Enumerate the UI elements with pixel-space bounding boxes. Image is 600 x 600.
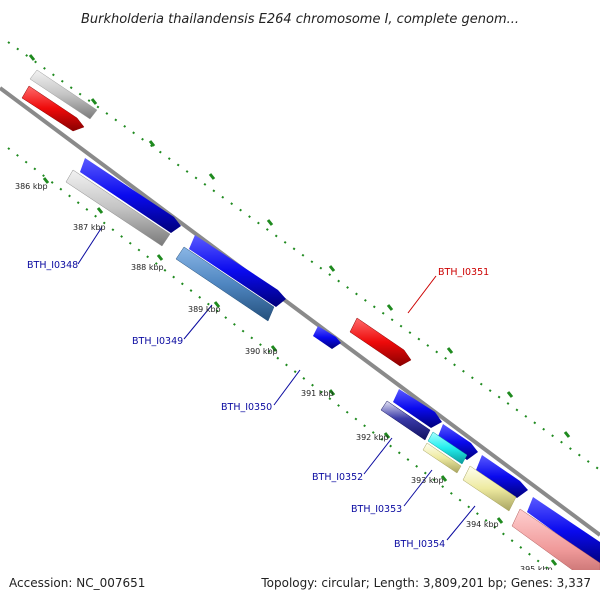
connector-bth-i0352 — [363, 437, 393, 475]
tick-tracks — [7, 41, 600, 579]
gene-feature — [80, 158, 181, 233]
gene-feature — [21, 85, 85, 132]
gene-feature-bth-i0354 — [462, 465, 517, 512]
gene-label-bth-i0351[interactable]: BTH_I0351 — [438, 267, 489, 278]
gene-label-bth-i0354[interactable]: BTH_I0354 — [394, 539, 445, 550]
scale-label: 389 kbp — [188, 305, 221, 314]
gene-label-bth-i0348[interactable]: BTH_I0348 — [27, 260, 78, 271]
gene-feature — [511, 508, 600, 591]
footer-background — [0, 570, 600, 600]
scale-label: 395 kbp — [520, 565, 553, 574]
gene-feature-bth-i0349 — [175, 246, 275, 322]
gene-feature-bth-i0348 — [65, 169, 171, 247]
connector-bth-i0349 — [183, 304, 213, 340]
gene-feature — [422, 442, 462, 474]
gene-feature — [189, 235, 286, 307]
gene-label-bth-i0349[interactable]: BTH_I0349 — [132, 336, 183, 347]
connector-bth-i0351 — [407, 275, 437, 314]
gene-label-bth-i0352[interactable]: BTH_I0352 — [312, 472, 363, 483]
gene-feature-bth-i0351 — [349, 317, 412, 367]
scale-label: 390 kbp — [245, 347, 278, 356]
label-connectors — [77, 226, 476, 541]
forward-strand-genes — [29, 69, 600, 565]
gene-label-bth-i0350[interactable]: BTH_I0350 — [221, 402, 272, 413]
scale-label: 387 kbp — [73, 223, 106, 232]
chromosome-backbone — [0, 86, 600, 537]
scale-label: 388 kbp — [131, 263, 164, 272]
gene-feature — [29, 69, 98, 120]
gene-feature-bth-i0353 — [427, 431, 468, 465]
reverse-strand-genes — [21, 85, 600, 591]
scale-label: 394 kbp — [466, 520, 499, 529]
topology-summary-text: Topology: circular; Length: 3,809,201 bp… — [260, 576, 591, 590]
gene-feature — [437, 424, 478, 460]
outer-tick-track — [7, 41, 600, 471]
connector-bth-i0350 — [273, 369, 301, 406]
inner-major-ticks — [42, 177, 558, 566]
connector-bth-i0348 — [77, 226, 103, 265]
connector-bth-i0353 — [403, 469, 433, 507]
scale-label: 386 kbp — [15, 182, 48, 191]
gene-feature — [393, 389, 442, 428]
connector-bth-i0354 — [446, 505, 476, 541]
accession-text: Accession: NC_007651 — [9, 576, 145, 590]
gene-label-bth-i0353[interactable]: BTH_I0353 — [351, 504, 402, 515]
gene-labels: BTH_I0348 BTH_I0349 BTH_I0350 BTH_I0351 … — [27, 260, 489, 550]
gene-feature — [313, 326, 341, 349]
gene-feature-bth-i0352 — [380, 400, 431, 441]
inner-tick-track — [7, 147, 561, 579]
gene-feature — [476, 455, 528, 498]
scale-label: 392 kbp — [356, 433, 389, 442]
scale-label: 391 kbp — [301, 389, 334, 398]
outer-major-ticks — [28, 54, 571, 438]
map-title: Burkholderia thailandensis E264 chromoso… — [81, 12, 519, 27]
gene-feature — [527, 497, 600, 565]
scale-label: 393 kbp — [411, 476, 444, 485]
scale-labels: 386 kbp 387 kbp 388 kbp 389 kbp 390 kbp … — [15, 182, 553, 574]
